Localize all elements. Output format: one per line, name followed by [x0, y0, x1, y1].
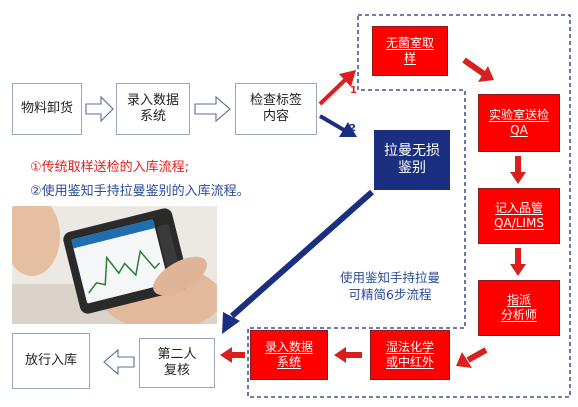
step-unload-materials: 物料卸货 [12, 83, 82, 135]
branch-arrow-blue [318, 114, 346, 132]
step-unload-materials-label: 物料卸货 [20, 100, 73, 116]
step-enter-data-system-red: 录入数据 系统 [250, 330, 328, 380]
step-raman-identification: 拉曼无损 鉴别 [374, 130, 450, 190]
legend-raman-process: ②使用鉴知手持拉曼鉴别的入库流程。 [30, 184, 250, 199]
step-enter-data-system-red-label: 录入数据 系统 [264, 340, 313, 369]
step-wet-chemistry-label: 湿法化学 或中红外 [385, 340, 434, 369]
step-sterile-room-sampling-label: 无菌室取 样 [385, 36, 434, 65]
step-second-person-review-label: 第二人 复核 [157, 346, 197, 378]
step-assign-analyst-label: 指派 分析师 [500, 293, 537, 322]
legend-traditional-process: ①传统取样送检的入库流程; [30, 160, 190, 175]
hollow-arrow-2 [194, 95, 231, 123]
step-check-label-content: 检查标签 内容 [235, 83, 317, 135]
step-release-to-storage-label: 放行入库 [24, 352, 77, 368]
step-send-to-lab-qa: 实验室送检 QA [478, 94, 560, 152]
step-send-to-lab-qa-label: 实验室送检 QA [488, 108, 549, 137]
step-record-qa-lims: 记入品管 QA/LIMS [478, 188, 560, 244]
step-record-qa-lims-label: 记入品管 QA/LIMS [494, 201, 544, 230]
step-enter-data-system: 录入数据 系统 [116, 83, 190, 135]
step-enter-data-system-label: 录入数据 系统 [126, 92, 179, 124]
branch-marker-1: 1 [350, 85, 357, 96]
annotation-simplify-steps: 使用鉴知手持拉曼 可精简6步流程 [339, 270, 440, 302]
step-raman-identification-label: 拉曼无损 鉴别 [384, 142, 440, 177]
handheld-raman-device-photo [12, 206, 217, 324]
branch-marker-2: 2 [349, 123, 356, 134]
step-assign-analyst: 指派 分析师 [478, 280, 560, 336]
hollow-arrow-1 [85, 95, 114, 123]
step-sterile-room-sampling: 无菌室取 样 [372, 26, 448, 76]
step-check-label-content-label: 检查标签 内容 [249, 92, 302, 124]
step-wet-chemistry: 湿法化学 或中红外 [370, 330, 450, 380]
step-second-person-review: 第二人 复核 [139, 338, 215, 388]
hollow-arrow-3 [103, 348, 135, 376]
branch-arrow-red [318, 78, 347, 106]
step-release-to-storage: 放行入库 [12, 333, 90, 389]
